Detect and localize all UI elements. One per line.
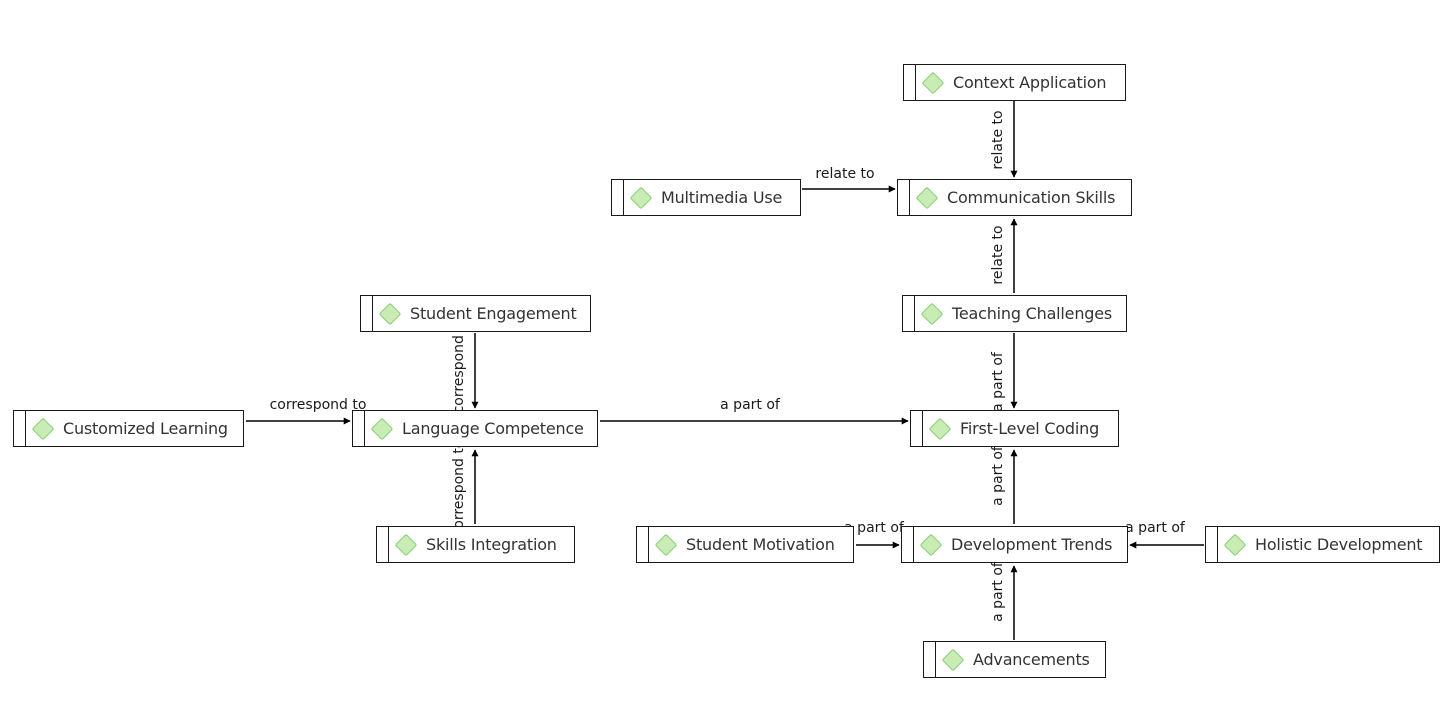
diamond-icon xyxy=(941,648,965,671)
node-label: Holistic Development xyxy=(1255,535,1423,554)
edge-teaching-to-communication: relate to xyxy=(990,218,1018,293)
node-communication-skills[interactable]: Communication Skills xyxy=(897,179,1132,216)
node-handle xyxy=(377,527,389,562)
node-handle xyxy=(904,65,916,100)
diamond-icon xyxy=(629,186,653,209)
edge-label-language-to-coding: a part of xyxy=(720,397,781,413)
edge-engagement-to-language: correspond to xyxy=(451,317,479,414)
diamond-icon xyxy=(1223,533,1247,556)
diamond-icon xyxy=(394,533,418,556)
diamond-icon xyxy=(921,71,945,94)
diamond-icon xyxy=(378,302,402,325)
node-label: Context Application xyxy=(953,73,1107,92)
node-handle xyxy=(898,180,910,215)
node-handle xyxy=(911,411,923,446)
node-handle xyxy=(14,411,26,446)
node-student-engagement[interactable]: Student Engagement xyxy=(360,295,591,332)
edge-label-teaching-to-communication: relate to xyxy=(990,225,1006,284)
diamond-icon xyxy=(928,417,952,440)
node-student-motivation[interactable]: Student Motivation xyxy=(636,526,854,563)
edge-label-holistic-to-development: a part of xyxy=(1125,520,1186,536)
edge-label-motivation-to-development: a part of xyxy=(844,520,905,536)
edge-language-to-coding: a part of xyxy=(600,397,909,425)
diamond-icon xyxy=(915,186,939,209)
diamond-icon xyxy=(31,417,55,440)
node-label: Development Trends xyxy=(951,535,1113,554)
node-customized-learning[interactable]: Customized Learning xyxy=(13,410,244,447)
node-handle xyxy=(353,411,365,446)
edge-label-advancements-to-development: a part of xyxy=(990,561,1006,622)
diamond-icon xyxy=(920,302,944,325)
edge-customized-to-language: correspond to xyxy=(246,397,367,425)
edge-label-skills-to-language: correspond to xyxy=(451,440,467,537)
node-label: Advancements xyxy=(973,650,1090,669)
node-multimedia-use[interactable]: Multimedia Use xyxy=(611,179,801,216)
node-label: Language Competence xyxy=(402,419,584,438)
edge-motivation-to-development: a part of xyxy=(844,520,905,549)
node-handle xyxy=(903,296,915,331)
node-label: Skills Integration xyxy=(426,535,557,554)
node-handle xyxy=(637,527,649,562)
edge-label-multimedia-to-communication: relate to xyxy=(815,166,874,182)
edge-label-context-to-communication: relate to xyxy=(990,110,1006,169)
edge-label-customized-to-language: correspond to xyxy=(270,397,367,413)
edge-label-teaching-to-coding: a part of xyxy=(990,351,1006,412)
node-label: Multimedia Use xyxy=(661,188,783,207)
node-label: Student Motivation xyxy=(686,535,835,554)
diamond-icon xyxy=(654,533,678,556)
node-advancements[interactable]: Advancements xyxy=(923,641,1106,678)
node-holistic-development[interactable]: Holistic Development xyxy=(1205,526,1440,563)
edge-advancements-to-development: a part of xyxy=(990,561,1018,640)
diamond-icon xyxy=(370,417,394,440)
node-handle xyxy=(612,180,624,215)
edge-multimedia-to-communication: relate to xyxy=(802,166,896,193)
edge-holistic-to-development: a part of xyxy=(1125,520,1204,549)
edge-label-development-to-coding: a part of xyxy=(990,445,1006,506)
diamond-icon xyxy=(919,533,943,556)
node-development-trends[interactable]: Development Trends xyxy=(901,526,1128,563)
node-language-competence[interactable]: Language Competence xyxy=(352,410,598,447)
node-label: Student Engagement xyxy=(410,304,577,323)
node-skills-integration[interactable]: Skills Integration xyxy=(376,526,575,563)
edge-teaching-to-coding: a part of xyxy=(990,333,1018,412)
node-label: First-Level Coding xyxy=(960,419,1100,438)
node-teaching-challenges[interactable]: Teaching Challenges xyxy=(902,295,1127,332)
node-handle xyxy=(924,642,936,677)
edge-skills-to-language: correspond to xyxy=(451,440,479,537)
node-handle xyxy=(1206,527,1218,562)
edge-label-engagement-to-language: correspond to xyxy=(451,317,467,414)
node-label: Teaching Challenges xyxy=(952,304,1112,323)
node-label: Communication Skills xyxy=(947,188,1116,207)
node-context-application[interactable]: Context Application xyxy=(903,64,1126,101)
node-handle xyxy=(902,527,914,562)
edge-development-to-coding: a part of xyxy=(990,445,1018,524)
edge-context-to-communication: relate to xyxy=(990,101,1018,178)
node-first-level-coding[interactable]: First-Level Coding xyxy=(910,410,1119,447)
node-label: Customized Learning xyxy=(63,419,228,438)
node-handle xyxy=(361,296,373,331)
